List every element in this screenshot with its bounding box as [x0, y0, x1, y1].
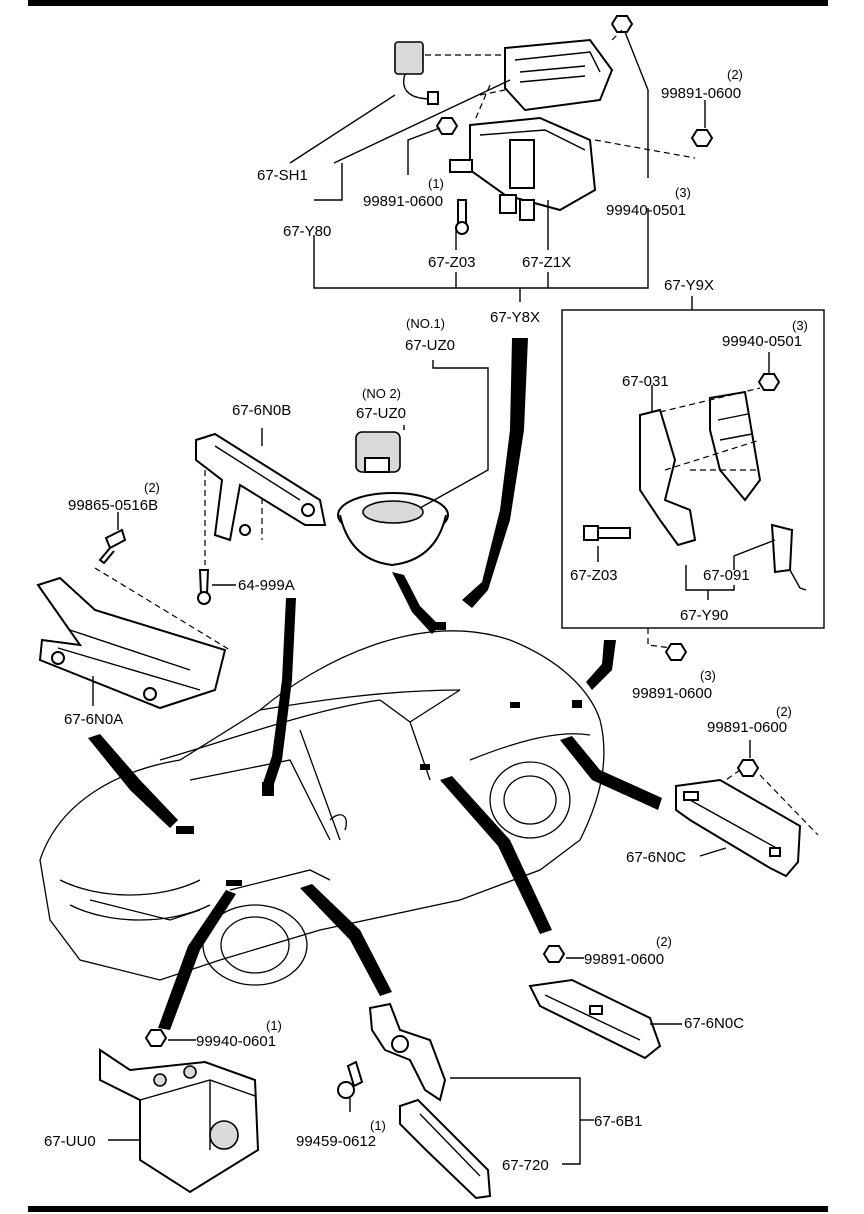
module-uu0[interactable]: [99, 1048, 260, 1194]
nut-icon[interactable]: [542, 945, 566, 963]
label-67-z03: 67-Z03: [570, 567, 618, 584]
label-99891-0600: 99891-0600: [584, 951, 664, 968]
bracket-z1x[interactable]: [449, 116, 597, 221]
nut-icon[interactable]: [736, 759, 760, 777]
label-67-6b1: 67-6B1: [594, 1113, 642, 1130]
antenna-6n0c-lower[interactable]: [528, 978, 662, 1060]
nut-icon[interactable]: [757, 373, 781, 391]
bracket-6n0a[interactable]: [36, 576, 227, 710]
label-99891-0600: 99891-0600: [363, 193, 443, 210]
label-67-uu0: 67-UU0: [44, 1133, 96, 1150]
label-67-031: 67-031: [622, 373, 669, 390]
speaker-group: [337, 338, 528, 634]
bolt-icon[interactable]: [337, 1060, 364, 1099]
label-99891-0600: 99891-0600: [707, 719, 787, 736]
label-67-y8x: 67-Y8X: [490, 309, 540, 326]
screw-icon[interactable]: [197, 569, 211, 605]
qty-99940-0501: (3): [792, 318, 808, 333]
label-67-uz0: 67-UZ0: [356, 405, 406, 422]
label-67-091: 67-091: [703, 567, 750, 584]
qty-99940-0501: (3): [675, 185, 691, 200]
antenna-6n0c[interactable]: [675, 778, 802, 878]
qty-99891-0600: (2): [656, 934, 672, 949]
label-67-720: 67-720: [502, 1157, 549, 1174]
nut-icon[interactable]: [664, 643, 688, 661]
bottom-border: [28, 1206, 828, 1212]
nut-icon[interactable]: [690, 129, 714, 147]
qty-99940-0601: (1): [266, 1018, 282, 1033]
label-67-z1x: 67-Z1X: [522, 254, 571, 271]
label-67-6n0c: 67-6N0C: [626, 849, 686, 866]
label-99940-0501: 99940-0501: [722, 333, 802, 350]
label-no2: (NO 2): [362, 386, 401, 401]
buckle-091[interactable]: [770, 523, 807, 591]
label-67-y90: 67-Y90: [680, 607, 728, 624]
nut-icon[interactable]: [610, 15, 634, 33]
label-99891-0600: 99891-0600: [661, 85, 741, 102]
label-67-z03: 67-Z03: [428, 254, 476, 271]
qty-99891-0600: (3): [700, 668, 716, 683]
module-031[interactable]: [639, 390, 762, 547]
label-64-999a: 64-999A: [238, 577, 295, 594]
label-99891-0600: 99891-0600: [632, 685, 712, 702]
nut-icon[interactable]: [435, 117, 459, 135]
nut-icon[interactable]: [144, 1029, 168, 1047]
label-67-y9x: 67-Y9X: [664, 277, 714, 294]
screw-icon[interactable]: [98, 528, 127, 565]
top-border: [28, 0, 828, 6]
label-67-sh1: 67-SH1: [257, 167, 308, 184]
bracket-6n0b[interactable]: [195, 432, 327, 542]
label-67-6n0c: 67-6N0C: [684, 1015, 744, 1032]
connector-uz0[interactable]: [355, 431, 401, 473]
antenna-720[interactable]: [399, 1098, 492, 1200]
bolt-icon[interactable]: [455, 199, 469, 235]
label-99940-0601: 99940-0601: [196, 1033, 276, 1050]
label-67-6n0a: 67-6N0A: [64, 711, 123, 728]
label-67-6n0b: 67-6N0B: [232, 402, 291, 419]
qty-99459-0612: (1): [370, 1118, 386, 1133]
label-99459-0612: 99459-0612: [296, 1133, 376, 1150]
label-67-uz0: 67-UZ0: [405, 337, 455, 354]
bolt-icon[interactable]: [583, 525, 631, 541]
label-67-y80: 67-Y80: [283, 223, 331, 240]
label-99940-0501: 99940-0501: [606, 202, 686, 219]
qty-99891-0600: (2): [776, 704, 792, 719]
qty-99865-0516b: (2): [144, 480, 160, 495]
label-no1: (NO.1): [406, 316, 445, 331]
assembly-box-y9x: [561, 309, 825, 629]
speaker-housing[interactable]: [337, 492, 449, 567]
control-module[interactable]: [504, 38, 614, 112]
connector-sh1[interactable]: [394, 41, 439, 105]
top-module-group: [289, 15, 714, 302]
qty-99891-0600: (1): [428, 176, 444, 191]
qty-99891-0600: (2): [727, 67, 743, 82]
label-99865-0516b: 99865-0516B: [68, 497, 158, 514]
bracket-6b1[interactable]: [368, 1002, 447, 1102]
